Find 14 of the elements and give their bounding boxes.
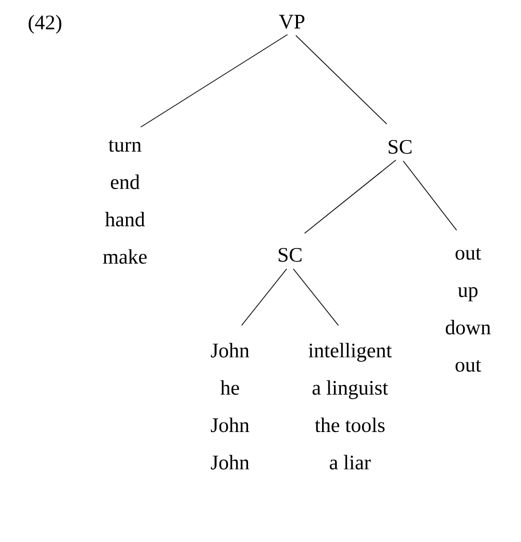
- tree-branch: [241, 268, 288, 326]
- example-number: (42): [28, 14, 62, 34]
- word-stack: out up down out: [446, 248, 491, 372]
- tree-branch: [295, 35, 388, 124]
- tree-branch: [402, 160, 457, 231]
- category-label: VP: [279, 14, 304, 29]
- tree-branch: [304, 160, 396, 234]
- category-label: SC: [278, 248, 302, 262]
- word-stack: John he John John: [210, 342, 250, 470]
- category-label: SC: [388, 140, 412, 154]
- tree-branch: [140, 34, 288, 128]
- word-stack: turn end hand make: [103, 140, 147, 264]
- word-stack: intelligent a linguist the tools a liar: [308, 342, 392, 470]
- tree-branch: [292, 268, 339, 326]
